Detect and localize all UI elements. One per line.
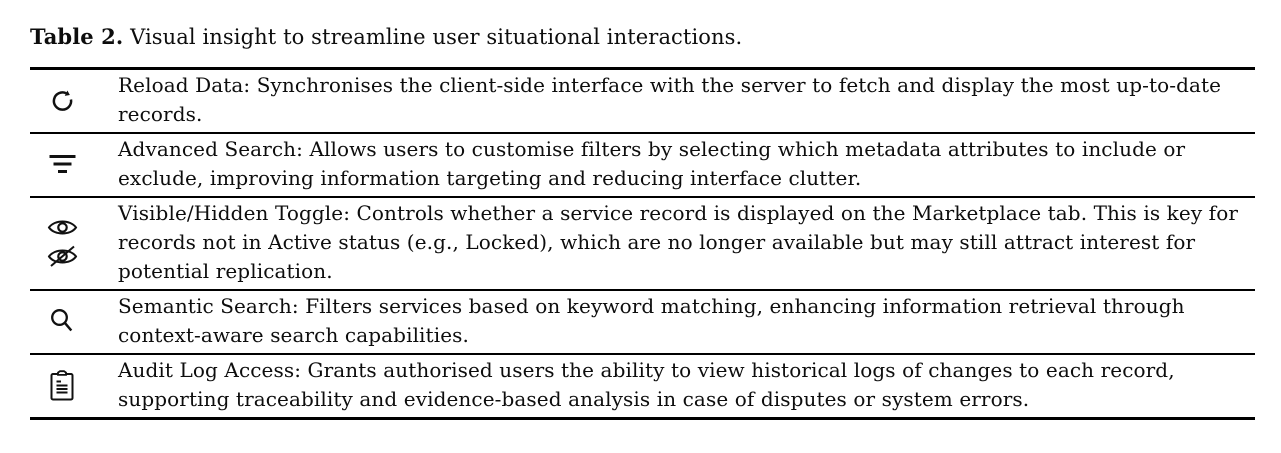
paper-page: Table 2. Visual insight to streamline us… <box>30 24 1281 420</box>
table-row: Reload Data: Synchronises the client-sid… <box>30 70 1255 132</box>
row-icon-cell <box>30 135 118 193</box>
row-icon-cell <box>30 71 118 129</box>
table-row: Visible/Hidden Toggle: Controls whether … <box>30 196 1255 289</box>
clipboard-icon <box>49 369 75 401</box>
row-description: Semantic Search: Filters services based … <box>118 294 1185 347</box>
row-icon-cell <box>30 199 118 286</box>
table-row: Semantic Search: Filters services based … <box>30 289 1255 353</box>
row-description: Advanced Search: Allows users to customi… <box>118 137 1186 190</box>
row-description: Visible/Hidden Toggle: Controls whether … <box>118 201 1238 283</box>
reload-icon <box>49 87 76 114</box>
table-caption: Table 2. Visual insight to streamline us… <box>30 24 1281 50</box>
row-description: Reload Data: Synchronises the client-sid… <box>118 73 1222 126</box>
table-row: Audit Log Access: Grants authorised user… <box>30 353 1255 417</box>
row-description: Audit Log Access: Grants authorised user… <box>118 358 1175 411</box>
features-table: Reload Data: Synchronises the client-sid… <box>30 67 1255 420</box>
eye-icon <box>47 217 78 238</box>
search-icon <box>49 307 75 335</box>
filter-icon <box>48 153 77 175</box>
row-icon-cell <box>30 292 118 350</box>
table-row: Advanced Search: Allows users to customi… <box>30 132 1255 196</box>
eye-off-icon <box>47 245 78 268</box>
table-caption-label: Table 2. <box>30 24 124 49</box>
table-caption-text: Visual insight to streamline user situat… <box>130 25 743 49</box>
row-icon-cell <box>30 356 118 414</box>
